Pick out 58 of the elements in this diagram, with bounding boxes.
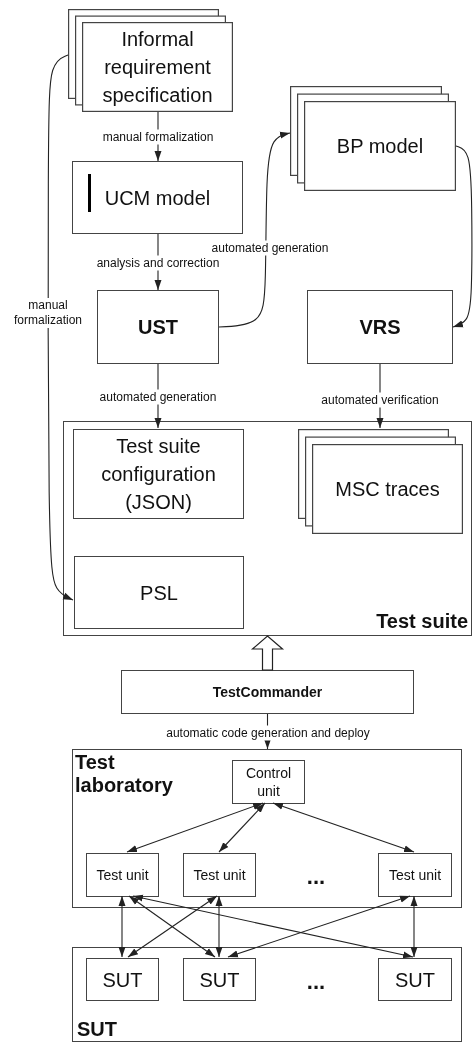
arrow (126, 802, 264, 853)
group-container (72, 749, 462, 908)
node-label: TestCommander (211, 682, 324, 702)
arrow (227, 895, 411, 958)
process-box (86, 853, 159, 897)
group-title: SUT (77, 1018, 117, 1041)
node-label: UCM model (103, 185, 212, 211)
arrow (132, 894, 414, 959)
ellipsis-text: ... (306, 969, 326, 995)
ellipsis-text: ... (306, 864, 326, 890)
process-box (183, 853, 256, 897)
node-label: Test suite configuration (JSON) (100, 434, 217, 515)
node-label: Test unit (192, 865, 247, 885)
node-label: BP model (335, 134, 425, 159)
node-label: UST (137, 315, 179, 340)
edge-label: manual formalization (101, 129, 215, 145)
node-label: Control unit (244, 763, 293, 801)
node-label: SUT (101, 967, 144, 993)
process-box (232, 760, 305, 804)
edge-label: automated verification (320, 392, 440, 408)
edge-label: automatic code generation and deploy (165, 725, 371, 741)
node-label: PSL (139, 580, 179, 606)
arrow (410, 895, 418, 958)
process-box (183, 958, 256, 1001)
node-label: MSC traces (334, 477, 441, 502)
process-box (74, 556, 244, 629)
node-label: Informal requirement specification (101, 27, 214, 108)
group-container (63, 421, 472, 636)
node-label: SUT (394, 967, 436, 993)
arrow (452, 145, 473, 328)
arrow (118, 895, 126, 958)
edge-label: automated generation (98, 389, 218, 405)
arrow (215, 895, 223, 958)
arrow (272, 802, 415, 853)
process-box (73, 429, 244, 519)
node-label: Test unit (95, 865, 150, 885)
process-box (97, 290, 219, 364)
process-box (72, 161, 243, 234)
group-title: Test laboratory (75, 751, 174, 797)
arrow (47, 54, 74, 601)
arrow (218, 131, 291, 328)
group-container (72, 947, 462, 1042)
process-box (307, 290, 453, 364)
block-arrow (250, 635, 285, 671)
process-box (378, 853, 452, 897)
edge-label: automated generation (210, 240, 330, 256)
arrow (218, 802, 266, 853)
stacked-document (298, 429, 463, 534)
process-box (378, 958, 452, 1001)
node-label: Test unit (387, 865, 443, 885)
node-label: SUT (198, 967, 241, 993)
process-box (86, 958, 159, 1001)
group-title: Test suite (376, 610, 468, 633)
node-label: VRS (358, 315, 402, 340)
stacked-document (68, 9, 233, 112)
process-box (121, 670, 414, 714)
stacked-document (290, 86, 456, 191)
edge-label: analysis and correction (95, 255, 221, 271)
